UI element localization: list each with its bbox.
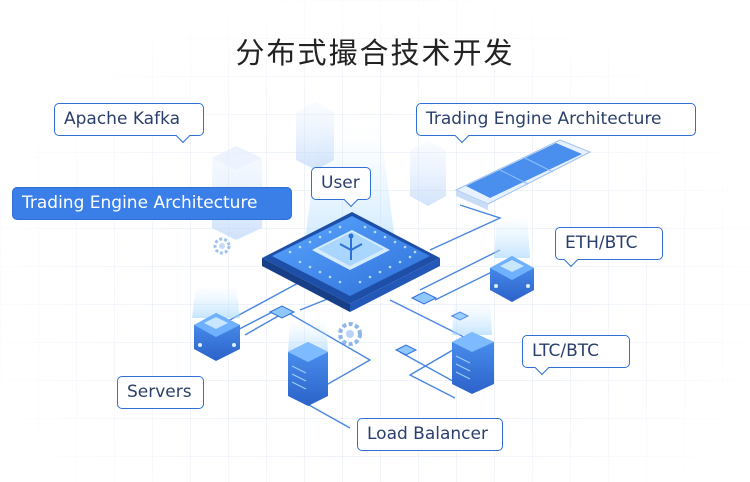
servers-node-cube [194,313,240,361]
callout-load-balancer: Load Balancer [357,418,503,451]
callout-user: User [311,167,371,208]
label-load-balancer: Load Balancer [367,424,488,444]
label-trading-engine-left: Trading Engine Architecture [22,193,258,213]
callout-trading-engine-top: Trading Engine Architecture [416,103,696,144]
phone-device [454,139,592,210]
callout-eth-btc: ETH/BTC [555,227,663,268]
label-eth-btc: ETH/BTC [565,233,638,253]
ltc-tower [452,332,494,394]
central-chip [262,212,440,312]
label-apache-kafka: Apache Kafka [64,109,181,129]
load-balancer-tower [288,342,328,406]
callout-apache-kafka: Apache Kafka [54,103,204,144]
eth-node-cube [490,256,534,302]
label-trading-engine-top: Trading Engine Architecture [426,109,662,129]
label-user: User [321,173,360,193]
gear-icon-center [338,322,362,346]
label-servers: Servers [127,382,192,402]
callout-servers: Servers [117,376,204,409]
callout-trading-engine-left: Trading Engine Architecture [12,187,292,220]
callout-ltc-btc: LTC/BTC [522,335,630,376]
line-phone-chip [429,204,502,251]
label-ltc-btc: LTC/BTC [532,341,600,361]
line-chip-ltc [389,299,472,399]
page-title: 分布式撮合技术开发 [235,36,515,70]
ghost-server-right [410,140,446,206]
gear-icon [213,237,231,255]
line-chip-eth [419,249,501,291]
